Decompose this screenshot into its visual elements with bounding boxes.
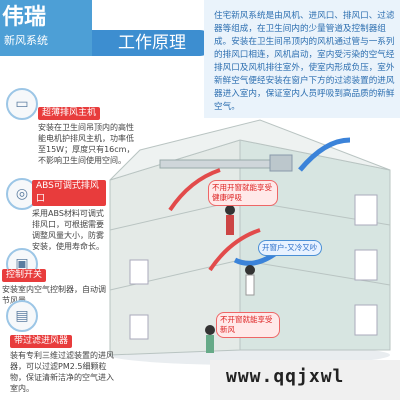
speech-bubble-open-window: 开窗户-又冷又吵: [258, 240, 322, 256]
intro-panel: [204, 0, 400, 118]
callout-exhaust-vent: ABS可调式排风口 采用ABS材料可调式排风口，可根据需要调整风量大小，防雾安装…: [2, 180, 106, 252]
footer-bar: [210, 360, 400, 400]
brand-subtitle: 新风系统: [4, 34, 48, 47]
brand-logo: 伟瑞: [2, 5, 47, 30]
callout-text: 采用ABS材料可调式排风口，可根据需要调整风量大小，防雾安装，使用寿命长。: [32, 209, 104, 251]
callout-fan-unit: 超薄排风主机 安装在卫生间吊顶内的高性能电机护排风主机，功率低至15W；厚度只有…: [38, 100, 138, 166]
callout-title: 带过滤进风器: [10, 335, 73, 348]
page-title: 工作原理: [92, 30, 212, 56]
callout-title: 控制开关: [2, 269, 47, 282]
house-illustration: [109, 119, 391, 365]
callout-text: 装有专利三维过滤装置的进风器，可以过滤PM2.5细颗粒物，保证清新洁净的空气进入…: [10, 351, 114, 393]
fan-unit-icon: ▭: [6, 88, 38, 120]
callout-filter-inlet: 带过滤进风器 装有专利三维过滤装置的进风器，可以过滤PM2.5细颗粒物，保证清新…: [10, 328, 114, 394]
intro-text: 住宅新风系统是由风机、进风口、排风口、过滤器等组成，在卫生间内的少量管道及控制器…: [214, 11, 395, 112]
speech-bubble-no-open: 不开窗就能享受新风: [216, 312, 280, 338]
callout-title: 超薄排风主机: [38, 107, 101, 120]
website-url[interactable]: www.qqjxwl: [226, 366, 345, 387]
speech-bubble-fresh-air: 不用开窗就能享受健康呼吸: [208, 180, 278, 206]
logo-background: [0, 0, 92, 56]
callout-text: 安装在卫生间吊顶内的高性能电机护排风主机，功率低至15W；厚度只有16cm，不影…: [38, 123, 135, 165]
inlet-icon: ▤: [6, 300, 38, 332]
callout-title: ABS可调式排风口: [32, 180, 106, 206]
